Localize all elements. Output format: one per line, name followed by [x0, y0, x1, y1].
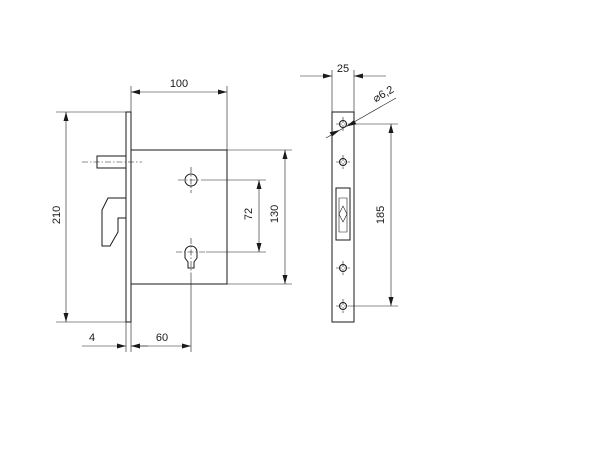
bolt-opening — [335, 187, 351, 241]
faceplate-side-view — [331, 111, 355, 323]
dim-label-100: 100 — [170, 78, 188, 90]
dimension-hole-diameter: ⌀6,2 — [325, 84, 397, 139]
screw-hole-lower — [336, 261, 350, 275]
dimension-height-210: 210 — [51, 111, 126, 323]
dimension-faceplate-25: 25 — [300, 63, 386, 112]
dim-label-210: 210 — [51, 206, 63, 224]
lock-front-view — [82, 111, 228, 323]
hook-bolt — [101, 197, 127, 247]
dimension-backset-60: 60 — [131, 276, 192, 352]
latch-bolt — [82, 155, 142, 169]
faceplate-strip — [125, 111, 132, 323]
dim-label-4: 4 — [89, 332, 95, 344]
lock-case-body — [130, 149, 228, 285]
dim-label-72: 72 — [243, 208, 255, 220]
dim-label-25: 25 — [337, 63, 349, 75]
faceplate-outline — [331, 111, 355, 323]
dimension-width-100: 100 — [130, 78, 228, 150]
dim-label-diameter: ⌀6,2 — [371, 84, 396, 105]
screw-hole-upper — [336, 155, 350, 169]
dim-label-130: 130 — [269, 205, 281, 223]
dimension-screw-spacing-185: 185 — [350, 123, 398, 307]
dim-label-60: 60 — [156, 332, 168, 344]
screw-hole-top — [336, 117, 350, 131]
keyhole-cutout — [176, 238, 206, 276]
dimension-height-130: 130 — [227, 149, 292, 285]
screw-hole-bottom — [336, 299, 350, 313]
dimension-offset-4: 4 — [82, 322, 148, 352]
follower-hole — [178, 167, 204, 193]
dim-label-185: 185 — [375, 206, 387, 224]
dimension-spacing-72: 72 — [204, 179, 266, 253]
